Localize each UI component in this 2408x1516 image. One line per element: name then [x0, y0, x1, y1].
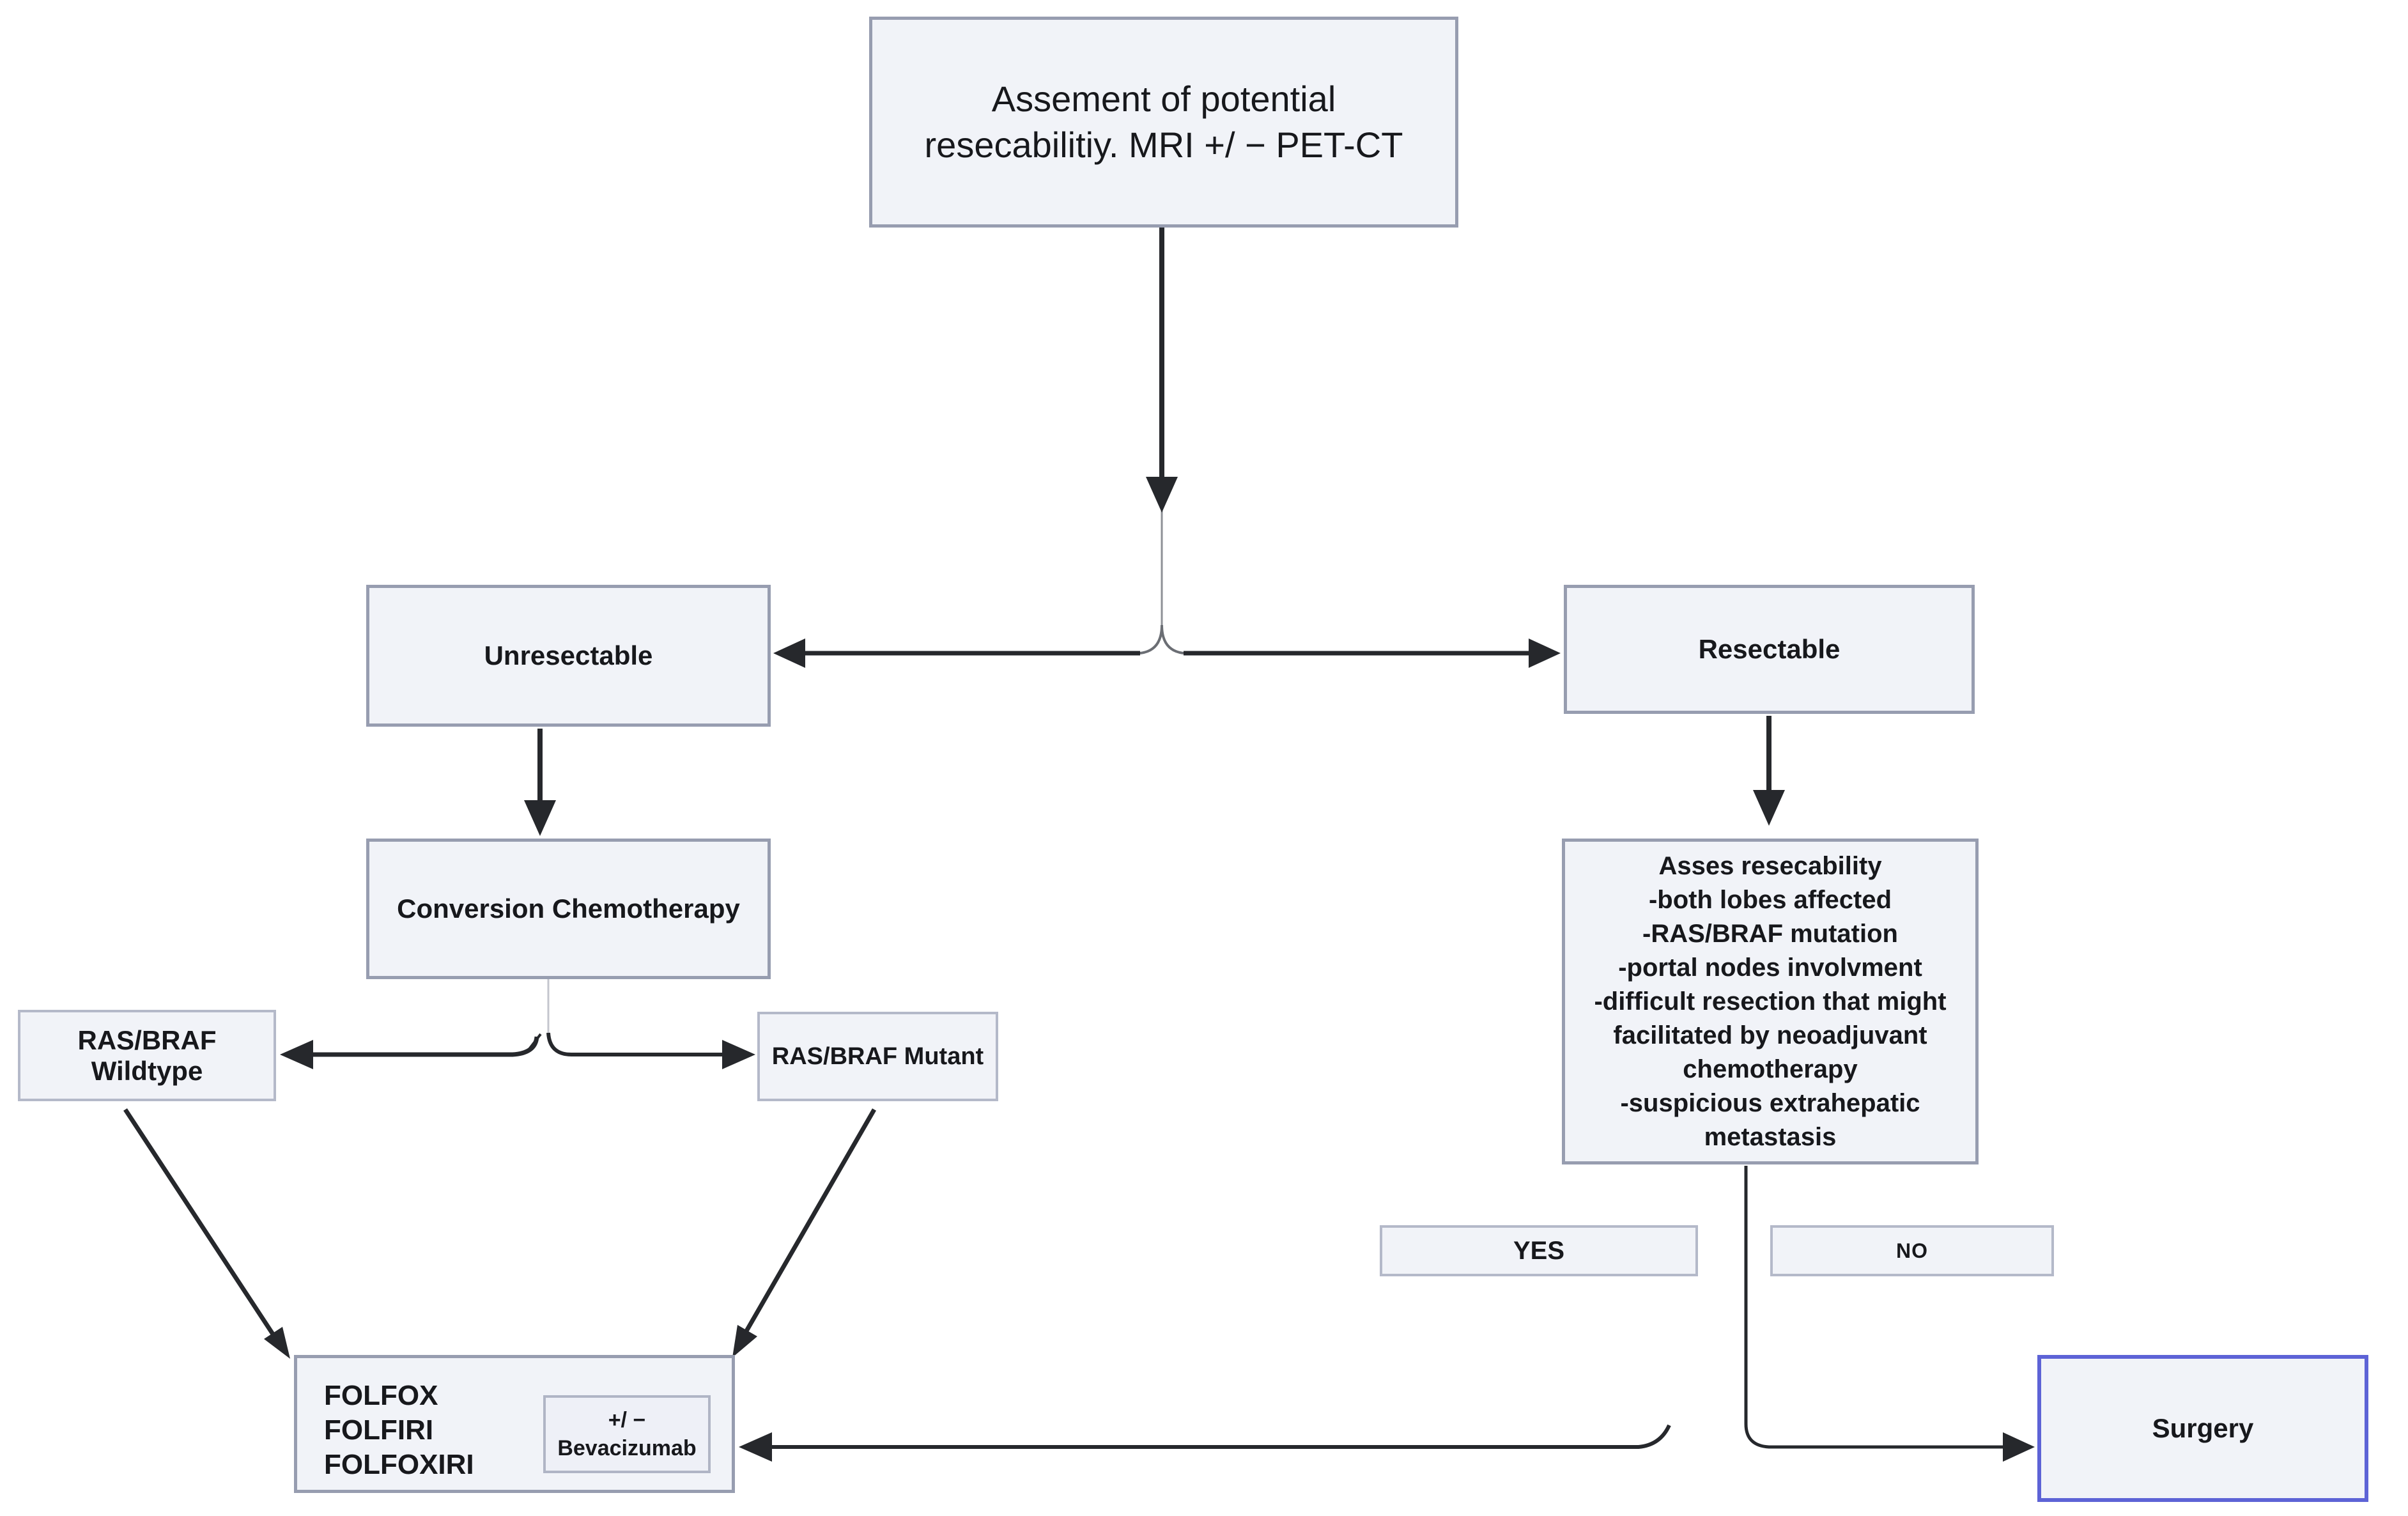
- head-split-right: [1529, 638, 1561, 668]
- assess-item: -difficult resection that might: [1594, 987, 1947, 1016]
- chemo-drug-list: FOLFOX FOLFIRI FOLFOXIRI: [324, 1379, 474, 1482]
- node-surgery: Surgery: [2037, 1355, 2368, 1502]
- head-yes-path: [739, 1432, 772, 1462]
- node-unresectable: Unresectable: [366, 585, 771, 727]
- head-branch-right: [722, 1040, 755, 1069]
- node-chemo-regimens: FOLFOX FOLFIRI FOLFOXIRI +/ − Bevacizuma…: [294, 1355, 735, 1493]
- head-wildtype-diag: [264, 1327, 290, 1359]
- head-split-left: [773, 638, 805, 668]
- surgery-label: Surgery: [2152, 1413, 2254, 1443]
- node-conversion-chemotherapy: Conversion Chemotherapy: [366, 839, 771, 979]
- node-assessment: Assement of potential resecabilitiy. MRI…: [869, 17, 1458, 228]
- chemo-drug: FOLFIRI: [324, 1414, 434, 1446]
- head-assessment-down: [1146, 477, 1178, 513]
- node-no: NO: [1770, 1225, 2054, 1276]
- head-resectable: [1753, 790, 1785, 826]
- wildtype-line2: Wildtype: [91, 1055, 203, 1086]
- split-fillet-right: [1161, 624, 1184, 654]
- branch-right: [546, 1032, 726, 1056]
- assess-item: facilitated by neoadjuvant: [1613, 1021, 1927, 1049]
- wildtype-line1: RAS/BRAF: [77, 1025, 217, 1055]
- mutant-label: RAS/BRAF Mutant: [771, 1042, 984, 1070]
- bevacizumab-line1: +/ −: [608, 1408, 646, 1432]
- node-resectable: Resectable: [1564, 585, 1975, 714]
- chemo-drug: FOLFOX: [324, 1380, 438, 1411]
- resectable-label: Resectable: [1698, 634, 1841, 664]
- assess-item: chemotherapy: [1683, 1055, 1858, 1083]
- arrow-yes-path: [771, 1424, 1671, 1449]
- branch-left: [311, 1036, 539, 1057]
- node-yes: YES: [1380, 1225, 1698, 1276]
- arrow-mutant-diag: [743, 1108, 877, 1334]
- head-unresectable: [524, 800, 556, 836]
- yes-label: YES: [1513, 1236, 1565, 1265]
- node-ras-braf-mutant: RAS/BRAF Mutant: [757, 1012, 998, 1101]
- arrow-wildtype-diag: [123, 1108, 277, 1338]
- assess-item: -portal nodes involvment: [1618, 953, 1922, 982]
- head-mutant-diag: [732, 1325, 757, 1357]
- assessment-line2: resecabilitiy. MRI +/ − PET-CT: [924, 125, 1403, 165]
- node-assess-resecability: Asses resecability -both lobes affected …: [1562, 839, 1979, 1164]
- arrow-no-path: [1744, 1166, 2007, 1449]
- chemo-drug: FOLFOXIRI: [324, 1449, 474, 1480]
- assess-title: Asses resecability: [1658, 851, 1882, 880]
- bevacizumab-line2: Bevacizumab: [557, 1436, 697, 1460]
- head-no-path: [2003, 1432, 2035, 1462]
- split-fillet-left: [1139, 624, 1163, 654]
- assessment-line1: Assement of potential: [991, 79, 1336, 119]
- node-bevacizumab: +/ − Bevacizumab: [543, 1395, 711, 1473]
- assess-item: metastasis: [1704, 1122, 1837, 1151]
- assess-item: -suspicious extrahepatic: [1620, 1088, 1920, 1117]
- head-branch-left: [280, 1040, 313, 1069]
- no-label: NO: [1896, 1239, 1928, 1262]
- unresectable-label: Unresectable: [484, 640, 653, 670]
- conversion-label: Conversion Chemotherapy: [397, 893, 740, 924]
- node-ras-braf-wildtype: RAS/BRAF Wildtype: [18, 1010, 276, 1101]
- assess-item: -RAS/BRAF mutation: [1642, 919, 1898, 948]
- assess-item: -both lobes affected: [1648, 885, 1892, 914]
